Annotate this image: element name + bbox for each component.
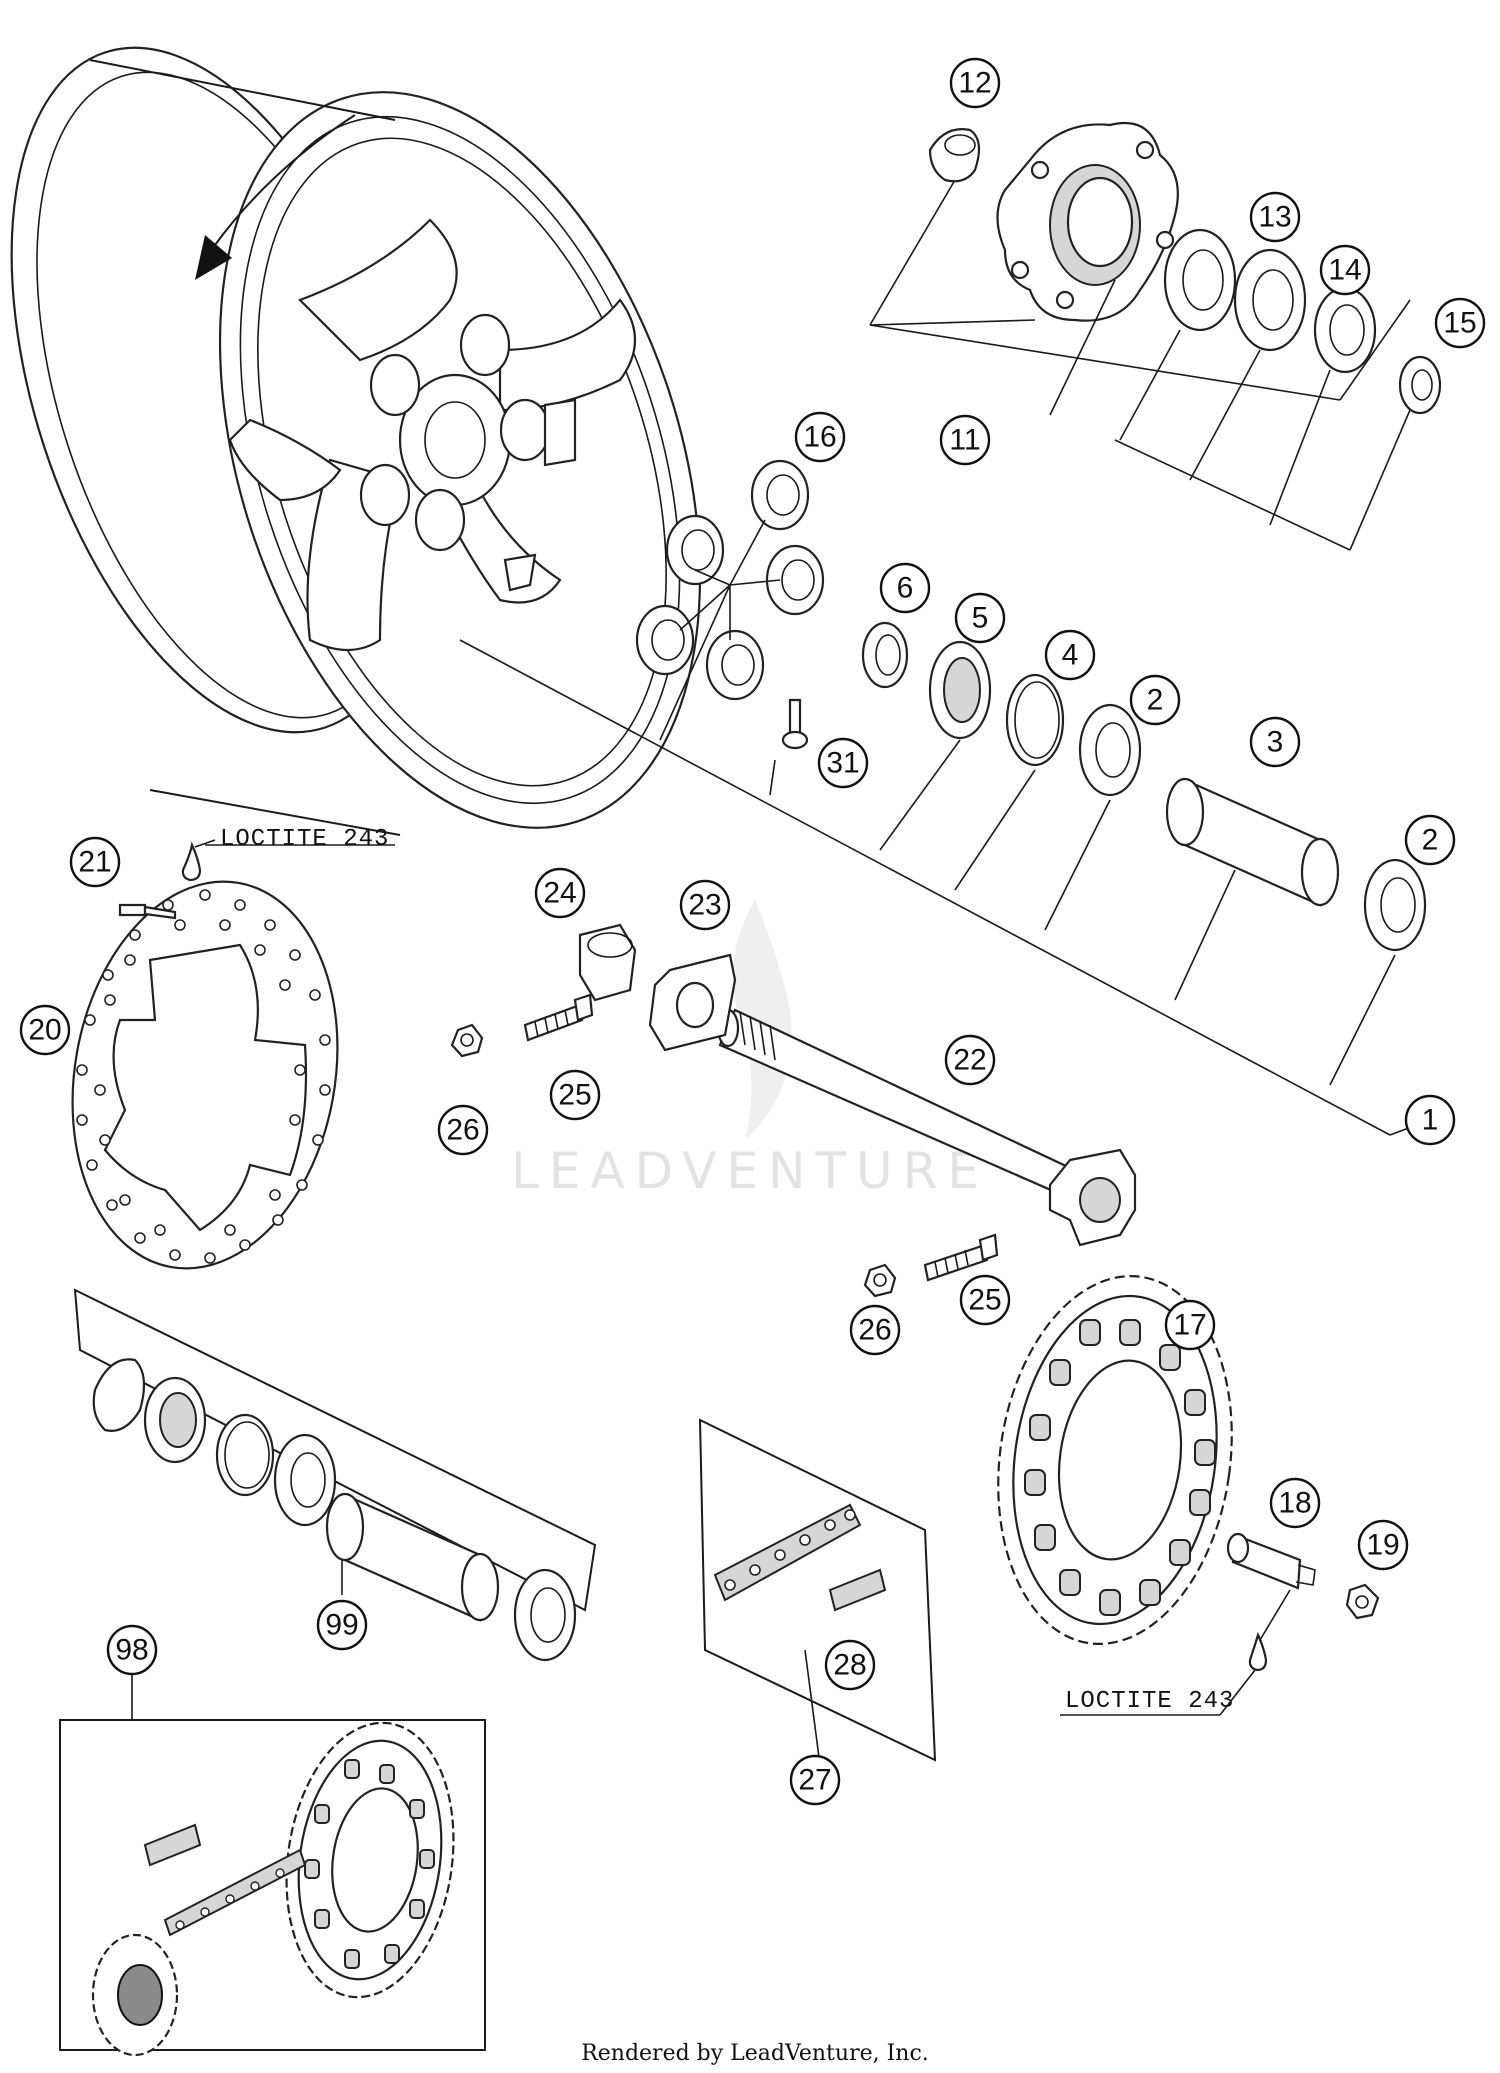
sprocket-carrier-group xyxy=(869,121,1442,551)
callout-label: 17 xyxy=(1173,1309,1206,1342)
callout-27: 27 xyxy=(789,1754,841,1806)
callout-2: 2 xyxy=(1404,814,1456,866)
callout-26: 26 xyxy=(849,1304,901,1356)
callout-label: 26 xyxy=(858,1314,891,1347)
callout-label: 99 xyxy=(325,1609,358,1642)
axle-group xyxy=(450,923,1137,1298)
callout-label: 20 xyxy=(28,1014,61,1047)
callout-24: 24 xyxy=(534,867,586,919)
bearing-kit xyxy=(73,1288,597,1662)
footer-credit: Rendered by LeadVenture, Inc. xyxy=(581,2041,929,2066)
callout-22: 22 xyxy=(944,1034,996,1086)
callout-label: 3 xyxy=(1267,726,1284,759)
drive-kit-box xyxy=(59,1672,486,2057)
callout-label: 12 xyxy=(958,67,991,100)
callout-1: 1 xyxy=(1404,1094,1456,1146)
callout-98: 98 xyxy=(106,1624,158,1676)
callout-26: 26 xyxy=(437,1104,489,1156)
callout-13: 13 xyxy=(1249,191,1301,243)
callout-15: 15 xyxy=(1434,297,1486,349)
callout-28: 28 xyxy=(824,1639,876,1691)
callout-label: 19 xyxy=(1366,1529,1399,1562)
watermark-text: LEADVENTURE xyxy=(511,1142,989,1200)
leader-wheel-to-axle xyxy=(459,639,1391,1136)
callout-14: 14 xyxy=(1319,244,1371,296)
callout-23: 23 xyxy=(679,879,731,931)
callout-25: 25 xyxy=(549,1069,601,1121)
callout-label: 21 xyxy=(78,846,111,879)
rear-sprocket xyxy=(997,1275,1380,1716)
callout-label: 6 xyxy=(897,572,914,605)
callout-label: 28 xyxy=(833,1649,866,1682)
callout-4: 4 xyxy=(1044,629,1096,681)
callout-label: 31 xyxy=(826,747,859,780)
callout-2: 2 xyxy=(1129,674,1181,726)
callout-25: 25 xyxy=(959,1274,1011,1326)
callout-label: 2 xyxy=(1147,684,1164,717)
loctite-note-top: LOCTITE 243 xyxy=(220,826,389,853)
callout-17: 17 xyxy=(1164,1299,1216,1351)
callout-label: 24 xyxy=(543,877,576,910)
watermark: LEADVENTURE xyxy=(511,900,989,1200)
callout-20: 20 xyxy=(19,1004,71,1056)
callout-label: 4 xyxy=(1062,639,1079,672)
callout-label: 5 xyxy=(972,602,989,635)
callout-19: 19 xyxy=(1357,1519,1409,1571)
chain-box xyxy=(698,1418,937,1766)
brake-disc xyxy=(71,839,395,1270)
callout-label: 98 xyxy=(115,1634,148,1667)
callout-label: 23 xyxy=(688,889,721,922)
callout-18: 18 xyxy=(1269,1477,1321,1529)
callout-label: 22 xyxy=(953,1044,986,1077)
callout-label: 16 xyxy=(803,421,836,454)
callout-99: 99 xyxy=(316,1599,368,1651)
callout-label: 18 xyxy=(1278,1487,1311,1520)
callout-label: 13 xyxy=(1258,201,1291,234)
callout-6: 6 xyxy=(879,562,931,614)
callout-31: 31 xyxy=(817,737,869,789)
callout-3: 3 xyxy=(1249,716,1301,768)
callout-label: 1 xyxy=(1422,1104,1439,1137)
callout-label: 27 xyxy=(798,1764,831,1797)
callout-label: 15 xyxy=(1443,307,1476,340)
rear-wheel xyxy=(10,46,702,836)
callout-5: 5 xyxy=(954,592,1006,644)
loctite-note-bottom: LOCTITE 243 xyxy=(1065,1688,1234,1715)
axle-bearings-group xyxy=(769,621,1427,1086)
callout-label: 14 xyxy=(1328,254,1361,287)
callout-label: 25 xyxy=(968,1284,1001,1317)
callout-label: 25 xyxy=(558,1079,591,1112)
callout-label: 2 xyxy=(1422,824,1439,857)
callout-12: 12 xyxy=(949,57,1001,109)
damper-rubbers xyxy=(635,449,841,741)
callout-11: 11 xyxy=(939,414,991,466)
callout-21: 21 xyxy=(69,836,121,888)
callout-16: 16 xyxy=(794,411,846,463)
callout-label: 11 xyxy=(949,424,980,457)
callout-label: 26 xyxy=(446,1114,479,1147)
